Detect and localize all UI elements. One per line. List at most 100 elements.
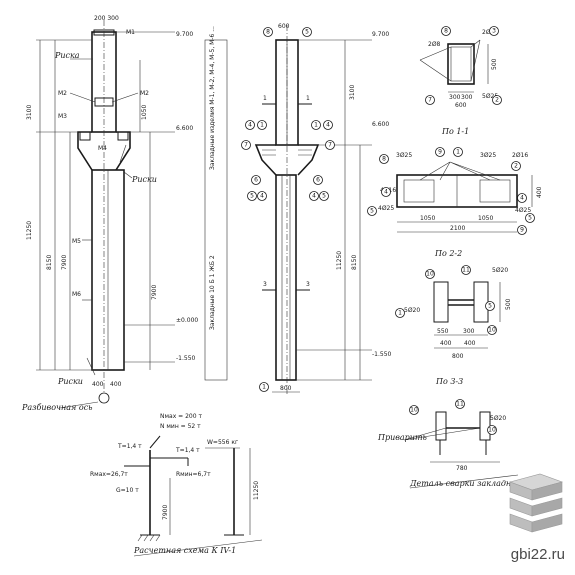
load-rmax: Rмах=26,7т [90,471,128,478]
dim-500-s1: 500 [491,58,498,70]
svg-text:4: 4 [520,195,524,202]
load-t-right: T=1,4 т [175,447,200,454]
svg-text:5: 5 [370,208,374,215]
svg-text:10: 10 [426,271,434,278]
svg-text:9: 9 [520,227,524,234]
section-1-1-title: По 1-1 [441,127,469,136]
mark-m3: М3 [58,113,67,120]
section-2-2-title: По 2-2 [434,249,462,258]
mark-m2-right: М2 [140,90,149,97]
svg-text:5Ø20: 5Ø20 [404,307,420,314]
mark-m6: М6 [72,291,81,298]
svg-text:11: 11 [456,401,464,408]
svg-text:2Ø16: 2Ø16 [512,152,528,159]
dim-600-s1: 600 [455,102,467,109]
dim-8150-mid: 8150 [351,255,358,270]
svg-text:8: 8 [382,156,386,163]
section-mark-1-right: 1 [306,95,310,102]
svg-text:1: 1 [262,384,266,391]
dim-550-s3: 550 [437,328,449,335]
section-3-3-title: По 3-3 [435,377,463,386]
svg-text:1: 1 [260,122,264,129]
svg-text:4Ø25: 4Ø25 [515,207,531,214]
vertical-note-1: Закладные изделия М-1, М-2, М-4, М-5, М-… [209,26,216,170]
svg-text:5Ø20: 5Ø20 [492,267,508,274]
svg-text:4: 4 [260,193,264,200]
svg-text:5: 5 [305,29,309,36]
svg-text:4: 4 [384,189,388,196]
dim-top-200: 200 300 [94,15,119,22]
section-3-3: 5Ø20 5Ø20 550 300 400 400 800 500 10 11 … [395,265,512,386]
elev-9700-mid: 9.700 [372,31,389,38]
website-label[interactable]: gbi22.ru [510,546,565,563]
svg-text:8: 8 [444,28,448,35]
svg-text:7: 7 [244,142,248,149]
position-balloons-middle: 8 5 4 1 1 4 7 7 6 6 5 4 4 5 1 [241,27,335,392]
dim-600-top: 600 [278,23,290,30]
elev-9700-left: 9.700 [176,31,193,38]
svg-text:7: 7 [428,97,432,104]
svg-text:5: 5 [488,303,492,310]
load-g: G=10 т [116,487,139,494]
mark-m5: М5 [72,238,81,245]
dim-3100: 3100 [26,105,33,120]
dim-11250-mid: 11250 [336,251,343,270]
svg-text:4Ø25: 4Ø25 [378,205,394,212]
load-rmin: Rмин=6,7т [176,471,211,478]
svg-text:10: 10 [488,427,496,434]
mark-m2-left: М2 [58,90,67,97]
weld-detail: 5Ø20 780 10 11 10 Приварить Деталь сварк… [377,399,521,489]
section-2-2: 3Ø25 3Ø25 2Ø16 4Ø16 4Ø25 4Ø25 1050 1050 … [367,147,543,258]
svg-text:8: 8 [266,29,270,36]
svg-text:2: 2 [514,163,518,170]
dim-300-s1: 300 [449,94,461,101]
svg-text:3Ø25: 3Ø25 [480,152,496,159]
dim-1050-right: 1050 [141,105,148,120]
elev-6600-mid: 6.600 [372,121,389,128]
svg-text:4: 4 [326,122,330,129]
svg-text:10: 10 [488,327,496,334]
svg-text:5Ø20: 5Ø20 [490,415,506,422]
scheme-title: Расчетная схема К IV-1 [133,546,236,555]
dim-400-s2: 400 [536,186,543,198]
note-frame [204,39,228,381]
svg-text:4: 4 [312,193,316,200]
dim-bottom-400: 400 [92,381,104,388]
dim-1050-a: 1050 [420,215,435,222]
svg-text:5Ø25: 5Ø25 [482,93,498,100]
elev-1550-left: -1.550 [176,355,196,362]
dim-1050-b: 1050 [478,215,493,222]
load-nmax: Nмах = 200 т [160,413,202,420]
vertical-note-2: Закладные 10 Б 1 ЖБ 2 [209,255,216,330]
label-privarit: Приварить [377,433,427,442]
dim-7900-scheme: 7900 [162,505,169,520]
svg-text:4: 4 [248,122,252,129]
dim-500-s3: 500 [505,298,512,310]
load-t-left: T=1,4 т [117,443,142,450]
section-1-1: 2Ø8 2Ø16 5Ø25 300 300 600 500 8 3 7 2 По… [419,26,502,136]
dim-800-bottom: 800 [280,385,292,392]
svg-text:6: 6 [316,177,320,184]
label-riski-bottom: Риски [57,377,83,386]
label-razb-os: Разбивочная ось [21,403,93,412]
svg-text:7: 7 [328,142,332,149]
svg-text:6: 6 [254,177,258,184]
svg-text:1: 1 [314,122,318,129]
column-elevation-left: 200 300 М1 9.700 6.600 ±0.000 -1.550 Рис… [21,15,198,412]
svg-text:2: 2 [495,97,499,104]
dim-300-s3: 300 [463,328,475,335]
elev-6600-left: 6.600 [176,125,193,132]
label-riska: Риска [54,51,80,60]
dim-7900-right: 7900 [151,285,158,300]
mark-m4: М4 [98,145,107,152]
section-mark-3-left: 3 [263,281,267,288]
mark-m1: М1 [126,29,135,36]
calc-scheme: Nмах = 200 т N мин = 52 т W=556 кг T=1,4… [90,413,263,557]
dim-8150-left: 8150 [46,255,53,270]
elev-0000-left: ±0.000 [176,317,198,324]
dim-400a-s3: 400 [440,340,452,347]
dim-7900-left: 7900 [61,255,68,270]
svg-text:9: 9 [438,149,442,156]
svg-text:5: 5 [528,215,532,222]
